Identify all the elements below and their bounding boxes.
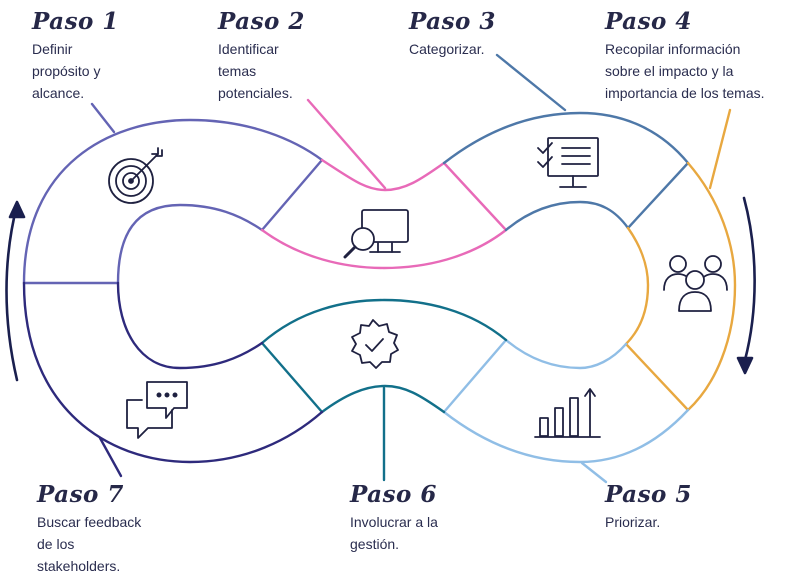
step-1-line-1: Definir [32,41,73,57]
step-2-line-1: Identificar [218,41,279,57]
step-2-description: Identificar temas potenciales. [218,38,305,104]
step-5-description: Priorizar. [605,511,692,533]
step-1-description: Definir propósito y alcance. [32,38,119,104]
step-1: Paso 1 Definir propósito y alcance. [32,10,119,104]
step-3-title: Paso 3 [409,8,496,35]
step-5: Paso 5 Priorizar. [605,483,692,533]
step-3: Paso 3 Categorizar. [409,10,496,60]
step-4-line-1: Recopilar información [605,41,741,57]
leader-line-step-4 [708,108,732,190]
step-6-line-2: gestión. [350,536,400,552]
people-group-icon [663,255,728,312]
leader-line-step-3 [495,53,567,112]
step-2-line-2: temas [218,63,257,79]
step-7-description: Buscar feedback de los stakeholders. [37,511,141,577]
loop-segment-5 [442,338,690,464]
step-7-line-2: de los [37,536,75,552]
loop-segment-6 [260,298,508,414]
step-4: Paso 4 Recopilar información sobre el im… [605,10,765,104]
step-7-line-3: stakeholders. [37,558,121,574]
loop-segment-2 [260,158,508,270]
checklist-board-icon [537,137,599,188]
step-6: Paso 6 Involucrar a la gestión. [350,483,438,555]
step-1-line-2: propósito y [32,63,101,79]
step-3-description: Categorizar. [409,38,496,60]
chat-bubbles-icon [126,381,188,439]
step-6-title: Paso 6 [350,481,437,508]
step-6-line-1: Involucrar a la [350,514,438,530]
loop-segment-7 [22,281,324,464]
step-4-title: Paso 4 [605,8,692,35]
bar-chart-icon [534,388,601,438]
step-2-line-3: potenciales. [218,85,293,101]
step-4-line-2: sobre el impacto y la [605,63,734,79]
target-icon [108,147,163,204]
leader-line-step-5 [580,461,608,484]
step-1-line-3: alcance. [32,85,85,101]
step-7-line-1: Buscar feedback [37,514,142,530]
step-6-description: Involucrar a la gestión. [350,511,438,555]
step-7-title: Paso 7 [37,481,124,508]
step-4-line-3: importancia de los temas. [605,85,765,101]
step-5-line-1: Priorizar. [605,514,661,530]
loop-segment-3 [442,111,690,232]
loop-segment-4 [624,161,737,412]
step-2: Paso 2 Identificar temas potenciales. [218,10,305,104]
step-3-line-1: Categorizar. [409,41,485,57]
leader-line-step-2 [306,98,387,190]
step-1-title: Paso 1 [32,8,119,35]
leader-line-step-1 [90,102,116,134]
step-2-title: Paso 2 [218,8,305,35]
search-monitor-icon [343,209,409,259]
badge-check-icon [351,319,399,369]
step-5-title: Paso 5 [605,481,692,508]
arrow-down-right-icon [736,196,756,375]
step-7: Paso 7 Buscar feedback de los stakeholde… [37,483,141,577]
step-4-description: Recopilar información sobre el impacto y… [605,38,765,104]
arrow-up-left-icon [5,200,26,382]
leader-line-step-7 [98,436,123,478]
loop-segment-1 [22,118,324,285]
